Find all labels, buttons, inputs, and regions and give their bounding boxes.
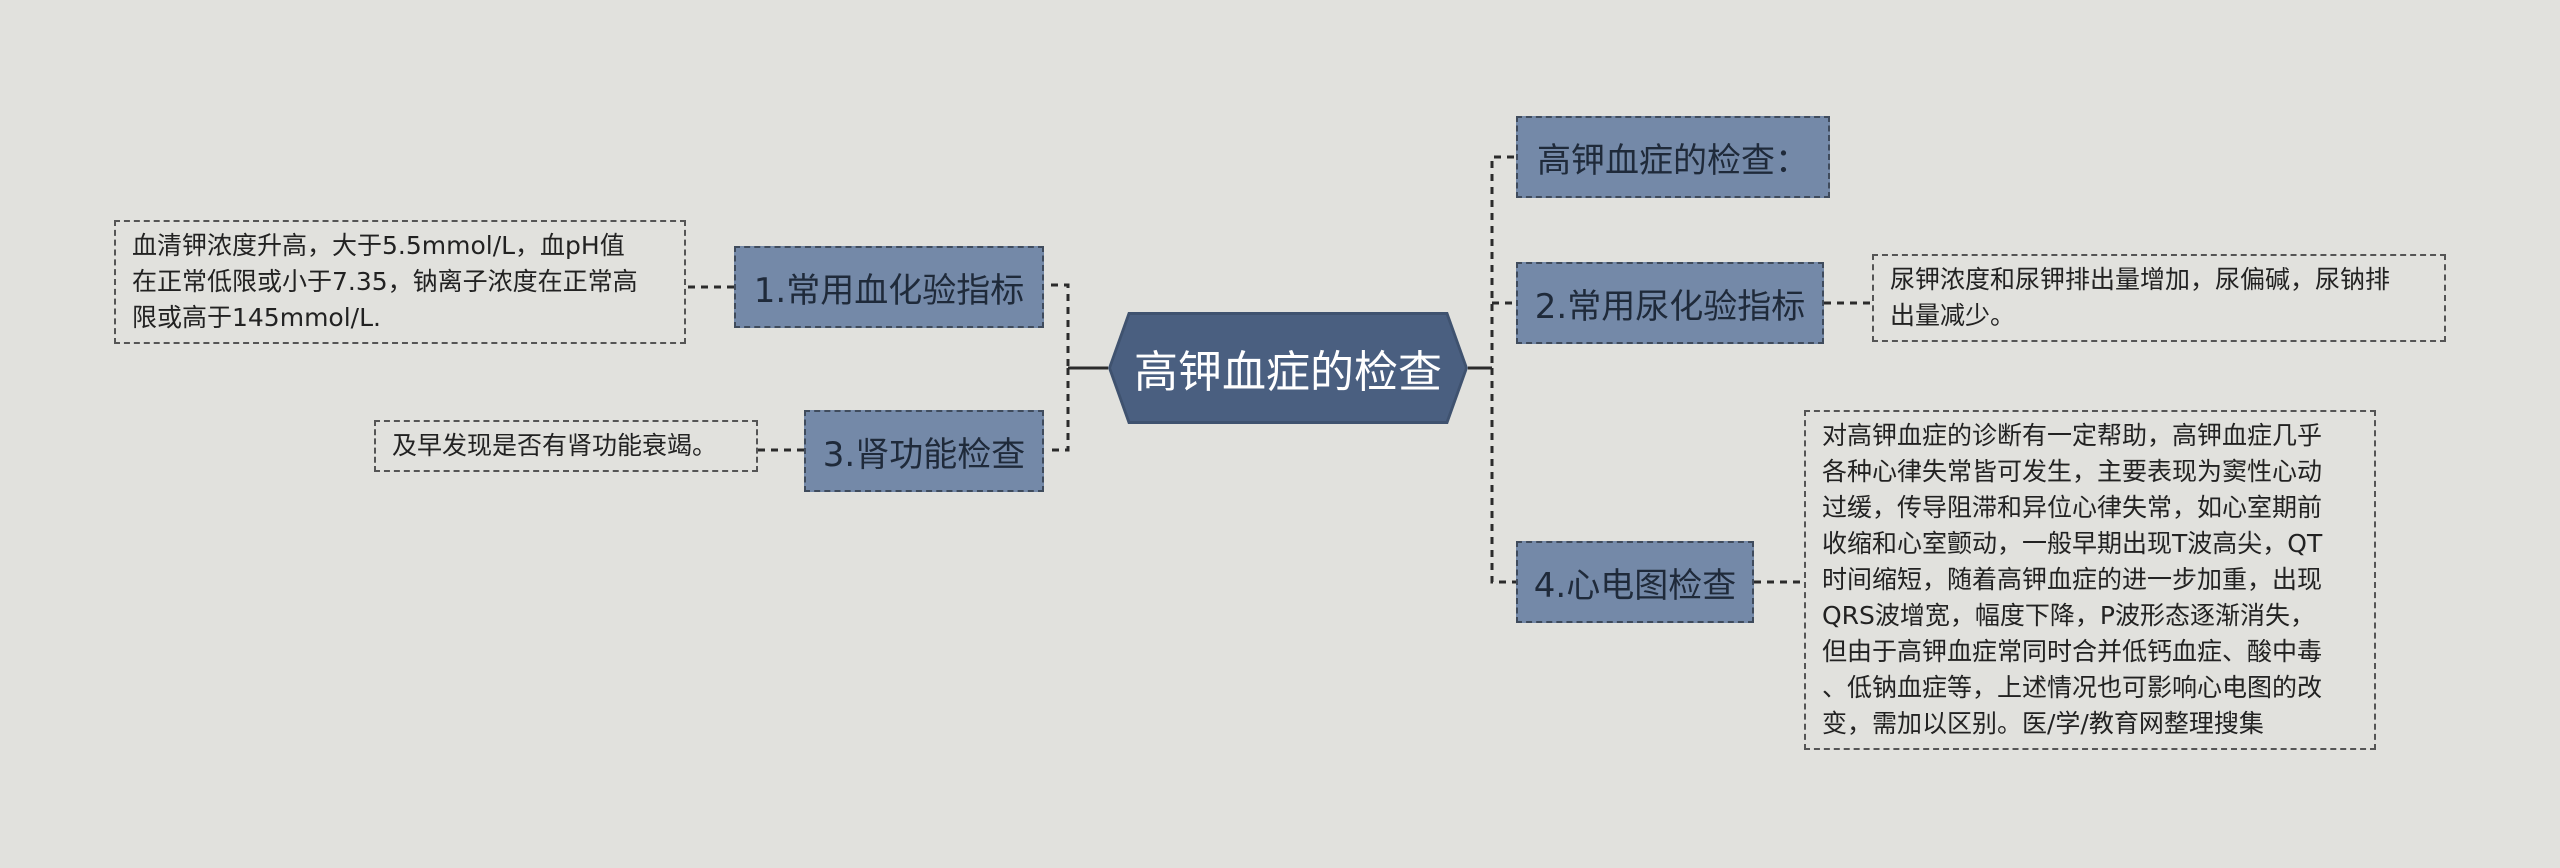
- branch-urine-tests[interactable]: 2.常用尿化验指标: [1516, 262, 1824, 344]
- branch-urine-tests-label: 2.常用尿化验指标: [1534, 286, 1806, 327]
- leaf-kidney-function[interactable]: 及早发现是否有肾功能衰竭。: [374, 420, 758, 472]
- branch-blood-tests-label: 1.常用血化验指标: [753, 270, 1025, 311]
- leaf-line: QRS波增宽，幅度下降，P波形态逐渐消失，: [1822, 601, 2315, 630]
- leaf-blood-tests[interactable]: 血清钾浓度升高，大于5.5mmol/L，血pH值 在正常低限或小于7.35，钠离…: [114, 220, 686, 344]
- branch-ecg-label: 4.心电图检查: [1533, 565, 1737, 606]
- leaf-line: 各种心律失常皆可发生，主要表现为窦性心动: [1822, 457, 2323, 486]
- leaf-line: 但由于高钾血症常同时合并低钙血症、酸中毒: [1822, 637, 2323, 666]
- connector-root-b1: [1046, 283, 1092, 370]
- leaf-ecg[interactable]: 对高钾血症的诊断有一定帮助，高钾血症几乎 各种心律失常皆可发生，主要表现为窦性心…: [1804, 410, 2376, 750]
- leaf-line: 出量减少。: [1890, 301, 2016, 330]
- root-node[interactable]: 高钾血症的检查: [1108, 312, 1468, 424]
- leaf-line: 收缩和心室颤动，一般早期出现T波高尖，QT: [1822, 529, 2323, 558]
- leaf-line: 及早发现是否有肾功能衰竭。: [392, 431, 718, 460]
- root-title: 高钾血症的检查: [1134, 347, 1442, 398]
- branch-blood-tests[interactable]: 1.常用血化验指标: [734, 246, 1044, 328]
- leaf-line: 限或高于145mmol/L.: [132, 303, 381, 332]
- leaf-line: 、低钠血症等，上述情况也可影响心电图的改: [1822, 673, 2323, 702]
- leaf-line: 时间缩短，随着高钾血症的进一步加重，出现: [1822, 565, 2323, 594]
- branch-kidney-function[interactable]: 3.肾功能检查: [804, 410, 1044, 492]
- leaf-line: 对高钾血症的诊断有一定帮助，高钾血症几乎: [1822, 421, 2323, 450]
- connector-root-b3: [1046, 368, 1070, 452]
- leaf-line: 变，需加以区别。医/学/教育网整理搜集: [1822, 709, 2264, 738]
- leaf-line: 血清钾浓度升高，大于5.5mmol/L，血pH值: [132, 231, 625, 260]
- connector-root-b4: [1490, 368, 1516, 584]
- connector-root-b0: [1484, 155, 1516, 370]
- branch-kidney-function-label: 3.肾功能检查: [822, 434, 1026, 475]
- leaf-urine-tests[interactable]: 尿钾浓度和尿钾排出量增加，尿偏碱，尿钠排 出量减少。: [1872, 254, 2446, 342]
- branch-exam-heading-label: 高钾血症的检查：: [1537, 140, 1809, 181]
- leaf-line: 在正常低限或小于7.35，钠离子浓度在正常高: [132, 267, 638, 296]
- branch-ecg[interactable]: 4.心电图检查: [1516, 541, 1754, 623]
- leaf-line: 过缓，传导阻滞和异位心律失常，如心室期前: [1822, 493, 2323, 522]
- branch-exam-heading[interactable]: 高钾血症的检查：: [1516, 116, 1830, 198]
- leaf-line: 尿钾浓度和尿钾排出量增加，尿偏碱，尿钠排: [1890, 265, 2391, 294]
